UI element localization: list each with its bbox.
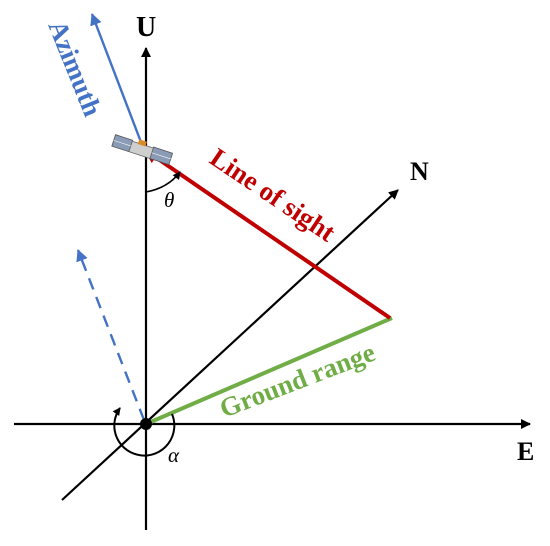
line-of-sight-label: Line of sight xyxy=(205,142,341,247)
north-axis-label: N xyxy=(410,157,429,186)
azimuth-vector xyxy=(90,13,146,151)
theta-angle-arc xyxy=(145,171,181,193)
alpha-angle-arc xyxy=(112,407,176,457)
azimuth-projection-dashed xyxy=(76,249,146,421)
origin-point xyxy=(140,418,152,430)
satellite-icon xyxy=(111,134,174,166)
north-axis xyxy=(61,189,399,501)
east-axis-label: E xyxy=(517,437,534,466)
ground-range-vector xyxy=(145,316,393,426)
theta-label: θ xyxy=(164,188,174,212)
ground-range-label: Ground range xyxy=(215,337,379,424)
line-of-sight-vector xyxy=(143,148,392,320)
alpha-label: α xyxy=(168,443,180,467)
up-axis-label: U xyxy=(136,12,156,43)
